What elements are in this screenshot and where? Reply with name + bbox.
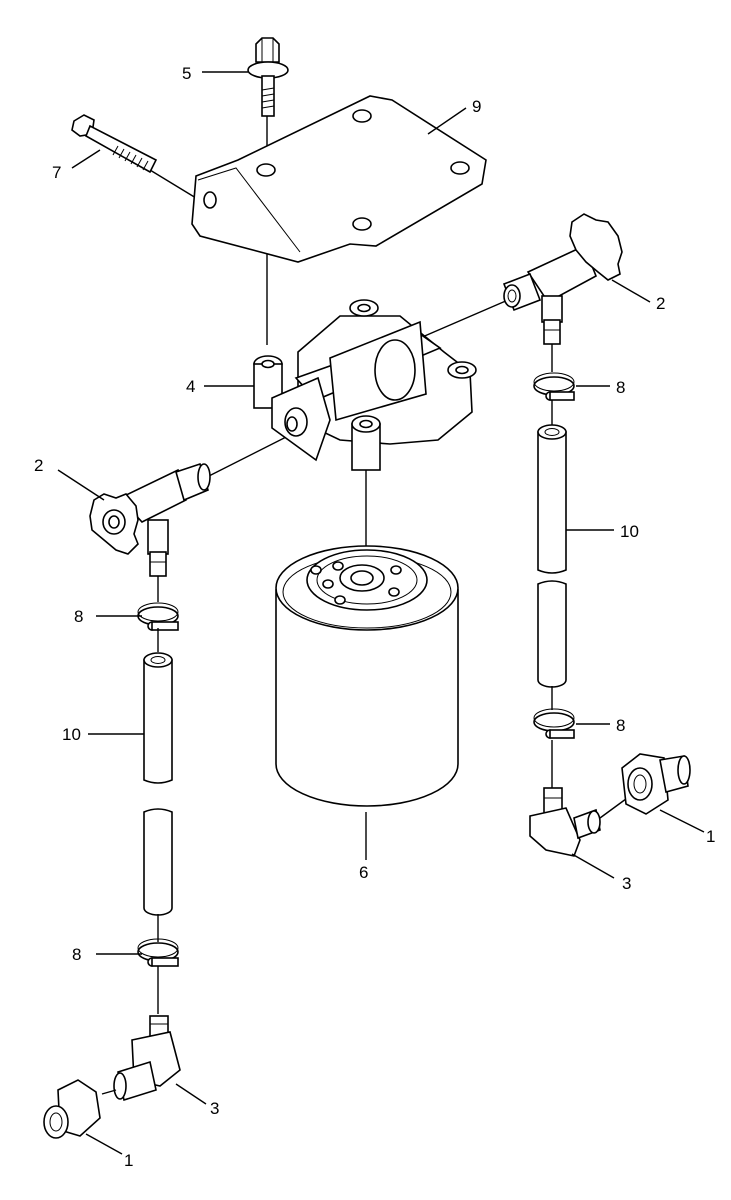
leader-lines: [57, 71, 705, 1155]
callout-3-right: 3: [622, 874, 631, 893]
callout-6: 6: [359, 863, 368, 882]
part-8-clamp-right-upper: [533, 372, 575, 401]
part-10-hose-right: [537, 400, 567, 788]
part-8-clamp-left-lower: [137, 938, 179, 967]
part-6-filter-cartridge: [275, 545, 459, 807]
callout-9: 9: [472, 97, 481, 116]
callout-10-left: 10: [62, 725, 81, 744]
callout-8-right-lower: 8: [616, 716, 625, 735]
part-7-long-bolt: [71, 114, 197, 199]
callout-10-right: 10: [620, 522, 639, 541]
part-3-elbow-right: [529, 787, 631, 857]
callout-8-left-lower: 8: [72, 945, 81, 964]
part-2-valve-right: [502, 213, 623, 372]
callout-7: 7: [52, 163, 61, 182]
callout-2-right: 2: [656, 294, 665, 313]
part-10-hose-left: [143, 628, 173, 1014]
callout-labels: 5 9 7 2 4 8 2 10 8 8 10 1 6 3 8 3 1: [34, 64, 715, 1170]
part-4-filter-head: [204, 299, 509, 576]
part-5-bolt: [247, 37, 289, 345]
callout-8-right-upper: 8: [616, 378, 625, 397]
part-1-plug-right: [621, 753, 691, 815]
callout-1-left: 1: [124, 1151, 133, 1170]
callout-8-left-upper: 8: [74, 607, 83, 626]
part-2-valve-left: [89, 462, 211, 602]
callout-1-right: 1: [706, 827, 715, 846]
part-8-clamp-left-upper: [137, 602, 179, 631]
part-9-bracket: [191, 95, 487, 263]
callout-2-left: 2: [34, 456, 43, 475]
part-1-plug-left: [43, 1079, 101, 1139]
callout-3-left: 3: [210, 1099, 219, 1118]
part-8-clamp-right-lower: [533, 708, 575, 739]
callout-5: 5: [182, 64, 191, 83]
callout-4: 4: [186, 377, 195, 396]
part-3-elbow-left: [101, 1015, 181, 1102]
